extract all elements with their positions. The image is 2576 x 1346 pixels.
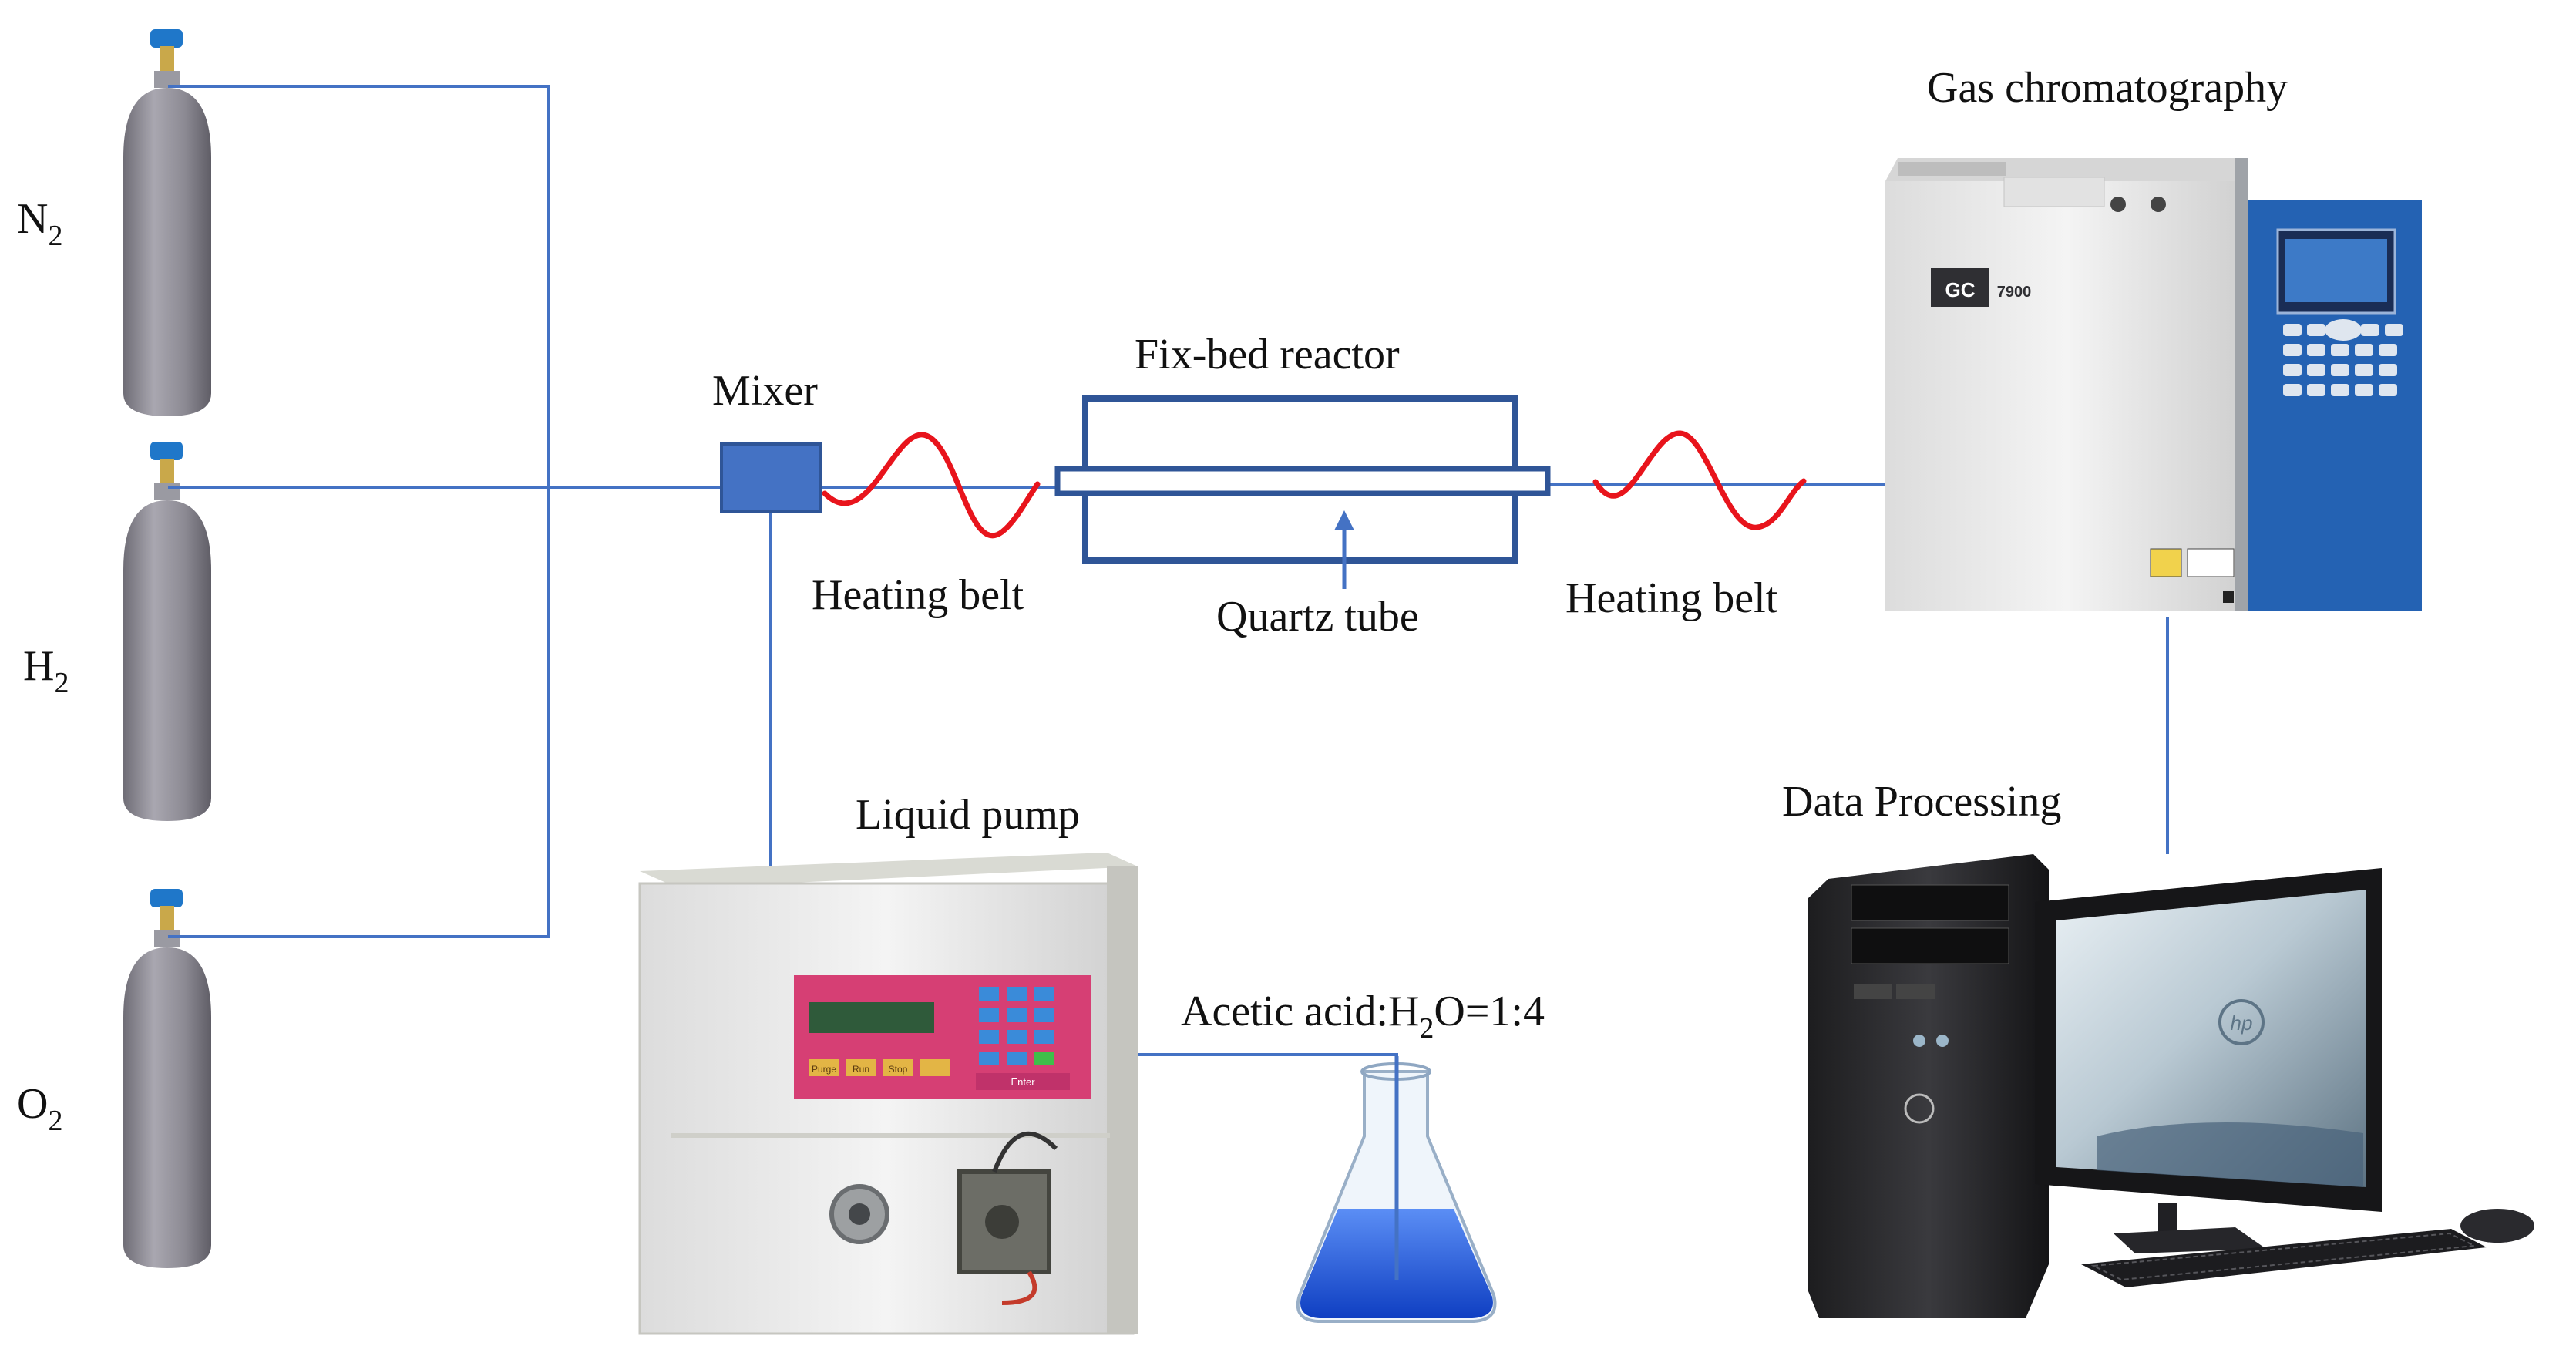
valve-knob-icon: [150, 889, 183, 907]
pc-brand-text: hp: [2231, 1011, 2253, 1035]
pump-button-enter: Enter: [1011, 1076, 1035, 1088]
gc-badge: [1931, 268, 1989, 307]
heating-belt-right-label: Heating belt: [1565, 574, 1778, 622]
gas-label-h2: H2: [23, 642, 69, 699]
gas-chromatograph: GC 7900: [1885, 158, 2422, 611]
gas-label-n2: N2: [17, 195, 62, 252]
heating-belt-left-label: Heating belt: [812, 571, 1024, 619]
gas-label-o2: O2: [17, 1080, 62, 1137]
liquid-pump-label: Liquid pump: [856, 791, 1080, 839]
pc-tower: [1808, 854, 2049, 1318]
mixer-label: Mixer: [712, 367, 818, 415]
reactor-label: Fix-bed reactor: [1135, 331, 1400, 379]
pump-button-stop: Stop: [889, 1064, 908, 1075]
heating-belt-left: [822, 432, 1041, 539]
solution-label: Acetic acid:H2O=1:4: [1181, 988, 1545, 1045]
o2-cylinder: [123, 889, 211, 1268]
keyboard: [2081, 1229, 2487, 1287]
data-processing-computer: hp: [1808, 854, 2534, 1318]
pump-to-flask-line: [1135, 1053, 1398, 1072]
hp-screen-logo-icon: [2218, 999, 2265, 1045]
liquid-pump: Purge Run Stop Enter: [638, 853, 1138, 1335]
gc-badge-text: GC: [1945, 278, 1976, 301]
heating-belt-right: [1592, 430, 1807, 530]
data-processing-label: Data Processing: [1782, 778, 2061, 826]
n2-cylinder: [123, 29, 211, 416]
hp-logo-icon: [1904, 1093, 1935, 1124]
arrow-head-icon: [1334, 510, 1354, 530]
pump-button-run: Run: [853, 1064, 869, 1075]
mouse: [2460, 1209, 2534, 1243]
h2-cylinder: [123, 442, 211, 821]
pc-monitor: hp: [2035, 868, 2382, 1253]
o2-line: [168, 487, 550, 938]
n2-line: [168, 85, 550, 487]
quartz-tube-label: Quartz tube: [1216, 593, 1419, 641]
pump-button-purge: Purge: [812, 1064, 836, 1075]
valve-knob-icon: [150, 29, 183, 48]
gc-label: Gas chromatography: [1927, 64, 2288, 112]
mixer-box: [720, 442, 822, 513]
quartz-tube: [1054, 466, 1551, 496]
valve-knob-icon: [150, 442, 183, 460]
erlenmeyer-flask: [1296, 1056, 1497, 1323]
gc-model-text: 7900: [1997, 284, 2032, 301]
